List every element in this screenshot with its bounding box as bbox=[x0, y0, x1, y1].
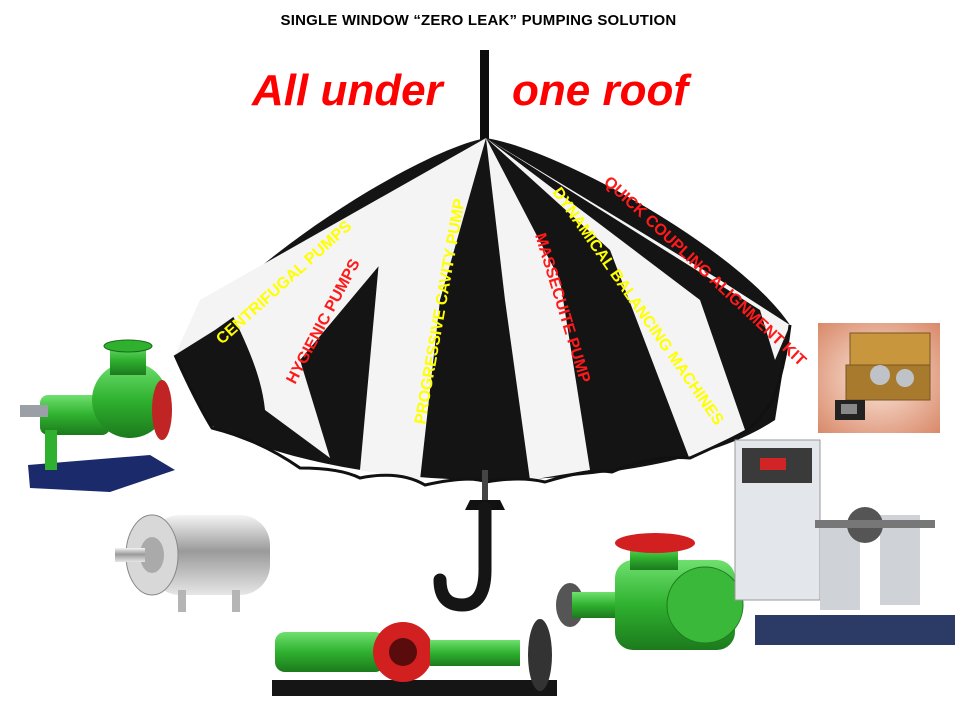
canopy-panel-white-6 bbox=[175, 138, 486, 355]
canopy-panel-white-3 bbox=[486, 138, 590, 480]
progressive-cavity-pump-image bbox=[272, 619, 557, 696]
hygienic-pump-image bbox=[115, 514, 270, 612]
centrifugal-pump-image bbox=[20, 339, 175, 492]
umbrella-canopy bbox=[173, 138, 792, 487]
canopy-panel-white-4 bbox=[486, 138, 745, 460]
slogan-right: one roof bbox=[512, 66, 688, 115]
canopy-panel-white-1 bbox=[230, 138, 486, 458]
alignment-kit-image bbox=[818, 323, 940, 433]
slogan-left: All under bbox=[252, 66, 443, 115]
umbrella-handle bbox=[433, 470, 505, 612]
massecuite-pump-image bbox=[556, 533, 744, 650]
canopy-panel-white-2 bbox=[360, 138, 486, 480]
page-title: SINGLE WINDOW “ZERO LEAK” PUMPING SOLUTI… bbox=[280, 12, 677, 29]
balancing-machine-image bbox=[734, 439, 955, 645]
umbrella-tip bbox=[480, 50, 489, 140]
